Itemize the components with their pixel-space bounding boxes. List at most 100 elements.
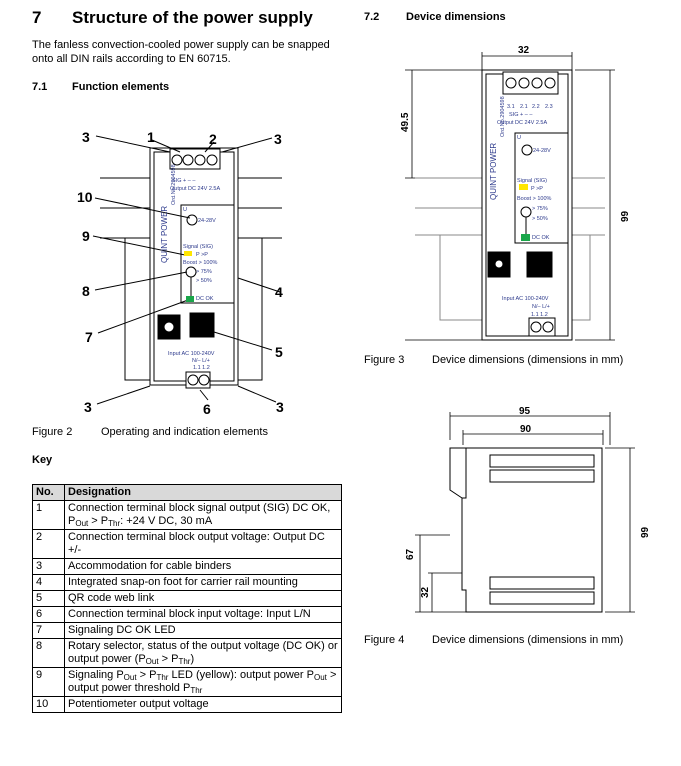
row-designation: Connection terminal block input voltage:… bbox=[64, 606, 342, 623]
signal-label: Signal (SIG) bbox=[183, 244, 213, 250]
callout-3: 3 bbox=[82, 129, 90, 145]
dim-width: 32 bbox=[518, 45, 530, 56]
dimensions-fig4: 95 90 99 67 32 bbox=[405, 406, 651, 598]
row-designation: Rotary selector, status of the output vo… bbox=[64, 638, 342, 668]
callout-3: 3 bbox=[274, 131, 282, 147]
row-number: 5 bbox=[32, 590, 65, 607]
dim-32: 32 bbox=[420, 586, 431, 598]
terminal-label: 2.1 bbox=[520, 104, 528, 110]
callout-10: 10 bbox=[77, 189, 93, 205]
range-label: 24-28V bbox=[533, 148, 551, 154]
uout-label: U bbox=[183, 207, 187, 213]
terminal-label: 3.1 bbox=[507, 104, 515, 110]
row-designation: Connection terminal block output voltage… bbox=[64, 529, 342, 559]
device-labels-fig2: QUINT POWER Ord.No.2904598 SIG + – – Out… bbox=[160, 164, 220, 371]
header-no: No. bbox=[32, 484, 65, 501]
intro-text: The fanless convection-cooled power supp… bbox=[32, 39, 330, 65]
callout-1: 1 bbox=[147, 129, 155, 145]
p75-label: > 75% bbox=[532, 206, 548, 212]
figure-4-label: Figure 4 bbox=[364, 634, 405, 646]
input-label: Input AC 100-240V bbox=[502, 296, 549, 302]
dim-height: 99 bbox=[640, 526, 651, 538]
callout-6: 6 bbox=[203, 401, 211, 417]
callout-8: 8 bbox=[82, 283, 90, 299]
terminal-label: 2.3 bbox=[545, 104, 553, 110]
dimensions-fig3: 32 49.5 99 bbox=[400, 45, 631, 222]
vent-slots bbox=[489, 454, 595, 605]
row-designation: QR code web link bbox=[64, 590, 342, 607]
row-number: 3 bbox=[32, 558, 65, 575]
figure-2 bbox=[92, 135, 282, 405]
callout-3: 3 bbox=[276, 399, 284, 415]
brand-label: QUINT POWER bbox=[489, 143, 498, 200]
signal-label: Signal (SIG) bbox=[517, 178, 547, 184]
row-number: 7 bbox=[32, 622, 65, 639]
key-title: Key bbox=[32, 454, 53, 466]
pout-label: P >P bbox=[531, 186, 543, 192]
dcok-label: DC OK bbox=[532, 235, 550, 241]
row-number: 6 bbox=[32, 606, 65, 623]
input-signs: N/– L/+ bbox=[192, 358, 210, 364]
order-no: Ord.No.2904598 bbox=[500, 96, 506, 137]
callout-7: 7 bbox=[85, 329, 93, 345]
row-number: 1 bbox=[32, 500, 65, 530]
row-number: 10 bbox=[32, 696, 65, 713]
figure-4-caption: Device dimensions (dimensions in mm) bbox=[432, 634, 624, 646]
input-signs: N/– L/+ bbox=[532, 304, 550, 310]
dim-67: 67 bbox=[405, 548, 416, 560]
output-rating: Output DC 24V 2.5A bbox=[170, 186, 220, 192]
table-header: No.Designation bbox=[32, 484, 342, 501]
p50-label: > 50% bbox=[532, 216, 548, 222]
output-rating: Output DC 24V 2.5A bbox=[497, 120, 547, 126]
input-terminals: 1.1 1.2 bbox=[193, 365, 210, 371]
uout-label: U bbox=[517, 135, 521, 141]
boost-label: Boost > 100% bbox=[183, 260, 218, 266]
subsection-number: 7.2 bbox=[364, 11, 380, 23]
figure-3 bbox=[405, 52, 615, 341]
terminal-label: 2.2 bbox=[532, 104, 540, 110]
row-designation: Signaling DC OK LED bbox=[64, 622, 342, 639]
pout-label: P >P bbox=[196, 252, 208, 258]
terminal-screws bbox=[171, 154, 218, 166]
row-designation: Potentiometer output voltage bbox=[64, 696, 342, 713]
yellow-led bbox=[184, 251, 192, 256]
subsection-number: 7.1 bbox=[32, 81, 48, 93]
callout-4: 4 bbox=[275, 284, 283, 300]
boost-label: Boost > 100% bbox=[517, 196, 552, 202]
dim-depth-inner: 90 bbox=[520, 424, 532, 435]
yellow-led bbox=[519, 184, 528, 190]
out-terminals: SIG + – – bbox=[172, 178, 196, 184]
callouts-fig2: 3 1 2 3 10 9 8 7 4 5 3 6 3 bbox=[77, 129, 284, 417]
row-number: 4 bbox=[32, 574, 65, 591]
callout-5: 5 bbox=[275, 344, 283, 360]
green-led bbox=[186, 296, 194, 302]
subsection-title: Function elements bbox=[72, 81, 170, 93]
out-terminals: SIG + – – bbox=[509, 112, 533, 118]
callout-9: 9 bbox=[82, 228, 90, 244]
subsection-title: Device dimensions bbox=[406, 11, 506, 23]
dcok-label: DC OK bbox=[196, 296, 214, 302]
dim-height-rail: 49.5 bbox=[400, 112, 411, 132]
header-designation: Designation bbox=[64, 484, 342, 501]
row-number: 9 bbox=[32, 667, 65, 697]
row-number: 2 bbox=[32, 529, 65, 559]
figure-4 bbox=[415, 412, 635, 613]
row-number: 8 bbox=[32, 638, 65, 668]
row-designation: Integrated snap-on foot for carrier rail… bbox=[64, 574, 342, 591]
figure-3-label: Figure 3 bbox=[364, 354, 405, 366]
row-designation: Signaling POut > PThr LED (yellow): outp… bbox=[64, 667, 342, 697]
figure-2-caption: Operating and indication elements bbox=[101, 426, 268, 438]
dim-height: 99 bbox=[620, 210, 631, 222]
row-designation: Accommodation for cable binders bbox=[64, 558, 342, 575]
input-terminals: 1.1 1.2 bbox=[531, 312, 548, 318]
